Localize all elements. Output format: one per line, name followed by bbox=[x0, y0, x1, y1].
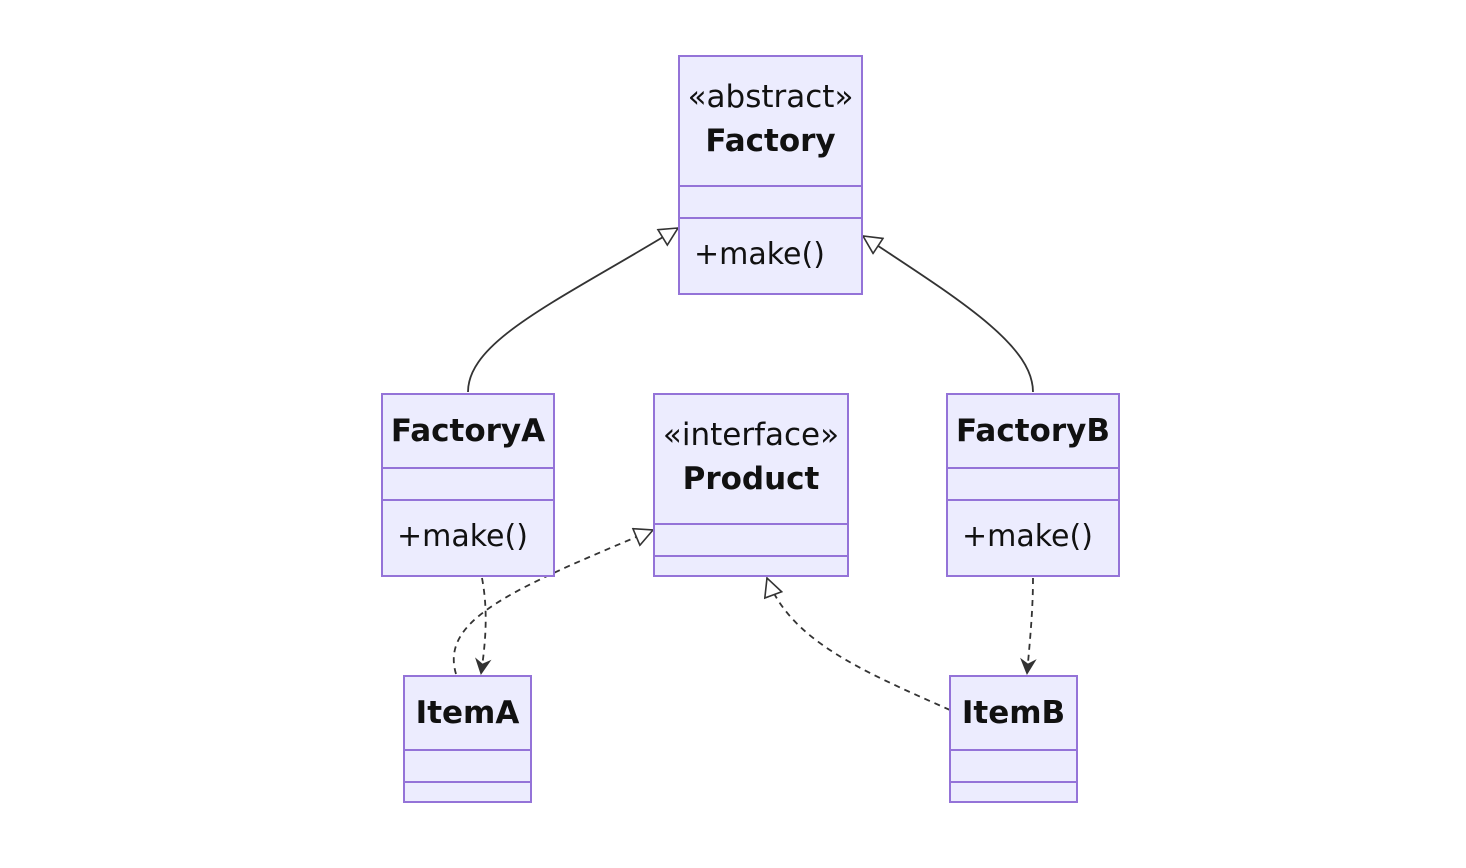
class-factoryb-header: FactoryB bbox=[948, 395, 1118, 469]
class-factorya[interactable]: FactoryA +make() bbox=[381, 393, 555, 577]
class-factory-header: «abstract» Factory bbox=[680, 57, 861, 187]
class-factory-attributes bbox=[680, 187, 861, 219]
class-itemb[interactable]: ItemB bbox=[949, 675, 1078, 803]
class-factoryb-method: +make() bbox=[962, 519, 1093, 554]
class-product-name: Product bbox=[682, 461, 820, 497]
class-itemb-header: ItemB bbox=[951, 677, 1076, 751]
class-itema[interactable]: ItemA bbox=[403, 675, 532, 803]
class-product-header: «interface» Product bbox=[655, 395, 847, 525]
class-product-attributes bbox=[655, 525, 847, 557]
class-product[interactable]: «interface» Product bbox=[653, 393, 849, 577]
class-factoryb-name: FactoryB bbox=[956, 413, 1110, 449]
class-factory-method: +make() bbox=[694, 237, 825, 272]
class-itema-name: ItemA bbox=[415, 695, 520, 731]
class-itema-header: ItemA bbox=[405, 677, 530, 751]
class-factory-name: Factory bbox=[705, 123, 836, 159]
class-factory-stereotype: «abstract» bbox=[687, 79, 854, 115]
class-factoryb[interactable]: FactoryB +make() bbox=[946, 393, 1120, 577]
class-factory[interactable]: «abstract» Factory +make() bbox=[678, 55, 863, 295]
class-factoryb-attributes bbox=[948, 469, 1118, 501]
class-factorya-attributes bbox=[383, 469, 553, 501]
class-factoryb-methods: +make() bbox=[948, 501, 1118, 575]
class-factorya-method: +make() bbox=[397, 519, 528, 554]
class-product-methods bbox=[655, 557, 847, 575]
class-itemb-name: ItemB bbox=[961, 695, 1066, 731]
edge-factorya-to-factory bbox=[467, 228, 678, 393]
edge-factoryb-to-itemb bbox=[1020, 577, 1037, 676]
class-itemb-attributes bbox=[951, 751, 1076, 783]
edge-factorya-to-itema bbox=[475, 577, 492, 675]
class-factorya-header: FactoryA bbox=[383, 395, 553, 469]
class-factorya-methods: +make() bbox=[383, 501, 553, 575]
class-factory-methods: +make() bbox=[680, 219, 861, 293]
class-factorya-name: FactoryA bbox=[390, 413, 546, 449]
edge-itemb-to-product bbox=[767, 578, 951, 711]
class-product-stereotype: «interface» bbox=[662, 417, 840, 453]
class-itemb-methods bbox=[951, 783, 1076, 801]
class-itema-attributes bbox=[405, 751, 530, 783]
edge-factoryb-to-factory bbox=[863, 236, 1034, 393]
class-itema-methods bbox=[405, 783, 530, 801]
